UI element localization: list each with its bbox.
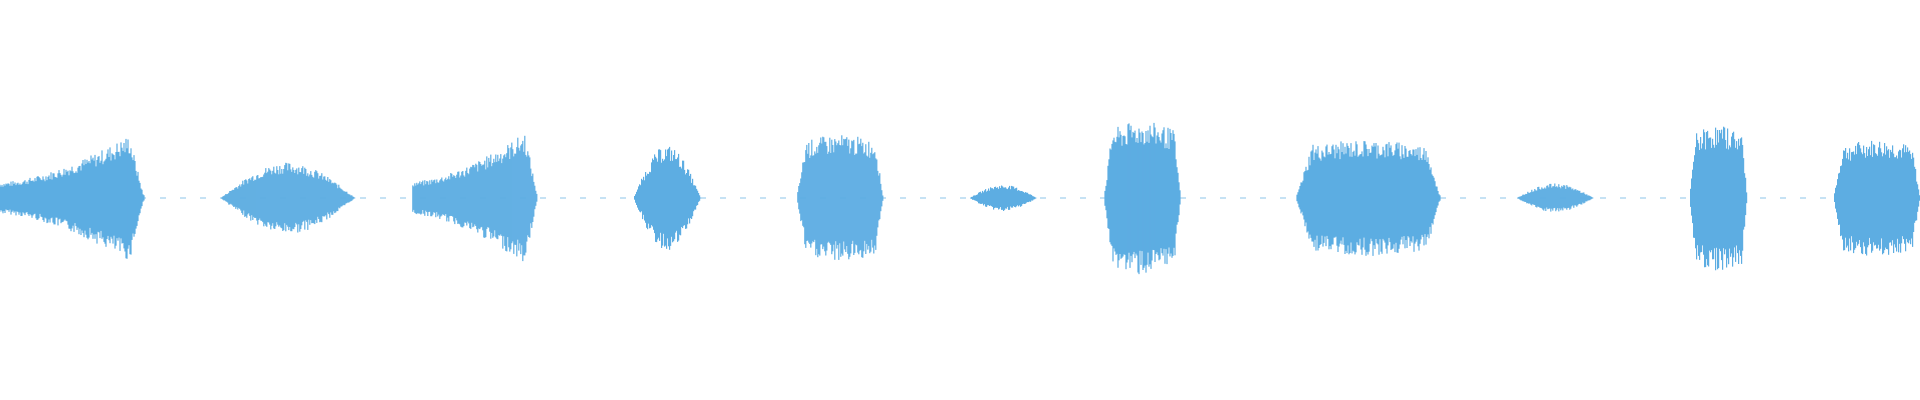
waveform-segment	[0, 138, 145, 259]
waveform-segment	[1833, 140, 1920, 256]
waveform-segment	[221, 162, 356, 233]
waveform-segment	[969, 185, 1038, 211]
waveform-bars	[0, 122, 1920, 275]
waveform-segment	[1296, 141, 1441, 256]
waveform-segment	[1517, 183, 1594, 212]
waveform-segment	[1104, 122, 1181, 275]
waveform-segment	[633, 146, 702, 250]
waveform-segment	[412, 135, 538, 262]
waveform-segment	[1689, 126, 1748, 271]
waveform-segment	[797, 135, 884, 260]
